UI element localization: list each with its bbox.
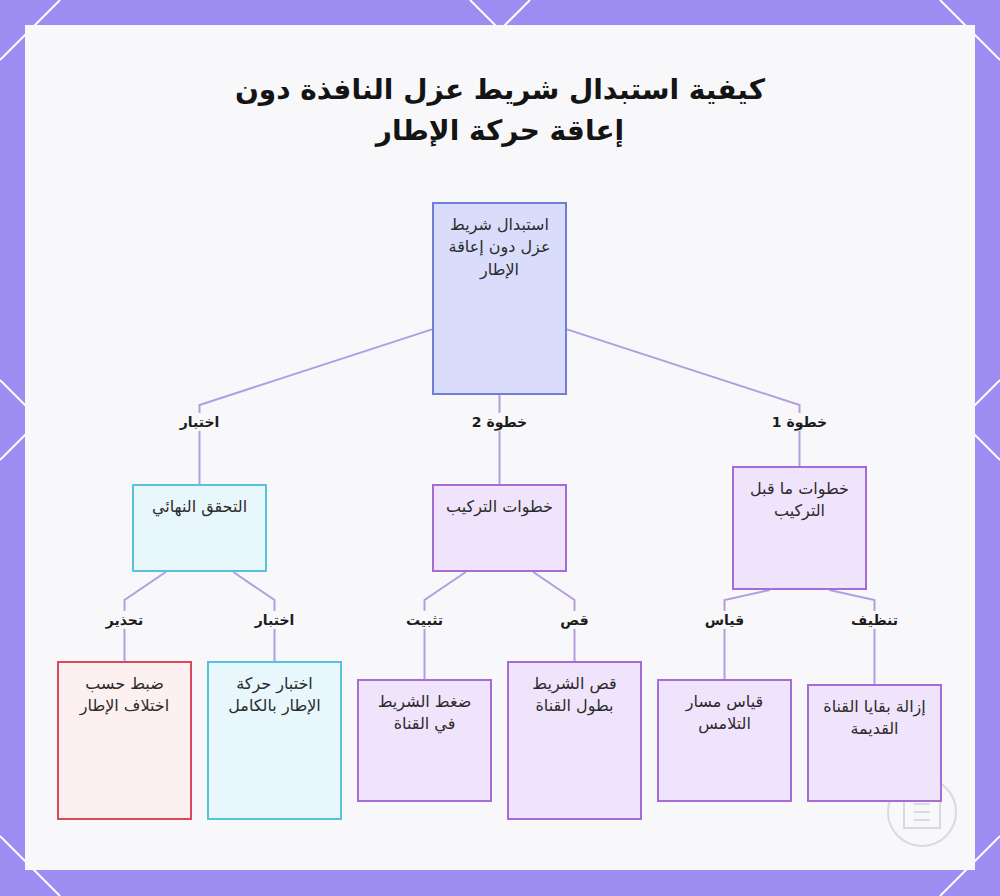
process-box: التحقق النهائي xyxy=(132,484,267,572)
box-text: خطوات ما قبل التركيب xyxy=(742,478,857,523)
edge-label: تنظيف xyxy=(847,611,902,629)
edge-label: تثبيت xyxy=(402,611,447,629)
edge-label: اختبار xyxy=(251,611,299,629)
edge-label: قص xyxy=(556,611,592,629)
process-box: ضبط حسب اختلاف الإطار xyxy=(57,661,192,820)
process-box: خطوات ما قبل التركيب xyxy=(732,466,867,590)
connector-line xyxy=(499,395,501,484)
process-box: اختبار حركة الإطار بالكامل xyxy=(207,661,342,820)
box-text: قص الشريط بطول القناة xyxy=(517,673,632,718)
connector-line xyxy=(829,590,874,684)
edge-label: اختبار xyxy=(176,413,224,431)
edge-label: خطوة 1 xyxy=(768,413,831,431)
diagram-title: كيفية استبدال شريط عزل النافذة دون إعاقة… xyxy=(230,70,770,151)
box-text: استبدال شريط عزل دون إعاقة الإطار xyxy=(442,214,557,281)
box-text: ضبط حسب اختلاف الإطار xyxy=(67,673,182,718)
box-text: التحقق النهائي xyxy=(142,496,257,518)
process-box: استبدال شريط عزل دون إعاقة الإطار xyxy=(432,202,567,395)
connector-line xyxy=(567,329,800,466)
process-box: قص الشريط بطول القناة xyxy=(507,661,642,820)
edge-label: خطوة 2 xyxy=(468,413,531,431)
process-box: إزالة بقايا القناة القديمة xyxy=(807,684,942,802)
connector-line xyxy=(200,329,433,484)
edge-label: قياس xyxy=(701,611,748,629)
box-text: قياس مسار التلامس xyxy=(667,691,782,736)
box-text: اختبار حركة الإطار بالكامل xyxy=(217,673,332,718)
connector-line xyxy=(725,590,770,679)
box-text: ضغط الشريط في القناة xyxy=(367,691,482,736)
inner-panel xyxy=(25,25,975,870)
process-box: قياس مسار التلامس xyxy=(657,679,792,802)
process-box: خطوات التركيب xyxy=(432,484,567,572)
edge-label: تحذير xyxy=(102,611,147,629)
box-text: إزالة بقايا القناة القديمة xyxy=(817,696,932,741)
process-box: ضغط الشريط في القناة xyxy=(357,679,492,802)
box-text: خطوات التركيب xyxy=(442,496,557,518)
